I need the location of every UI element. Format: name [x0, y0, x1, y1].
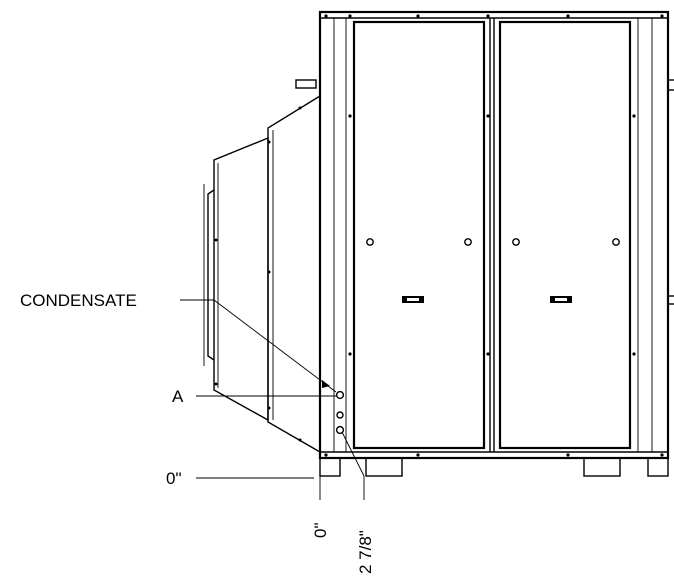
hood-fasteners	[214, 106, 302, 442]
door-handle-right	[550, 296, 572, 303]
drain-connections	[322, 380, 345, 435]
baseline-zero-label: 0"	[166, 469, 182, 488]
base-legs	[319, 457, 669, 477]
door-handle-left	[402, 296, 424, 303]
vertical-zero-label: 0"	[311, 523, 330, 539]
main-cabinet	[318, 10, 674, 477]
frame-fasteners	[324, 14, 664, 457]
leader-lines	[180, 299, 365, 500]
condensate-label: CONDENSATE	[20, 291, 137, 310]
vertical-offset-label: 2 7/8"	[356, 530, 375, 574]
point-a-label: A	[172, 387, 184, 406]
door-hinge-circles	[366, 238, 620, 246]
